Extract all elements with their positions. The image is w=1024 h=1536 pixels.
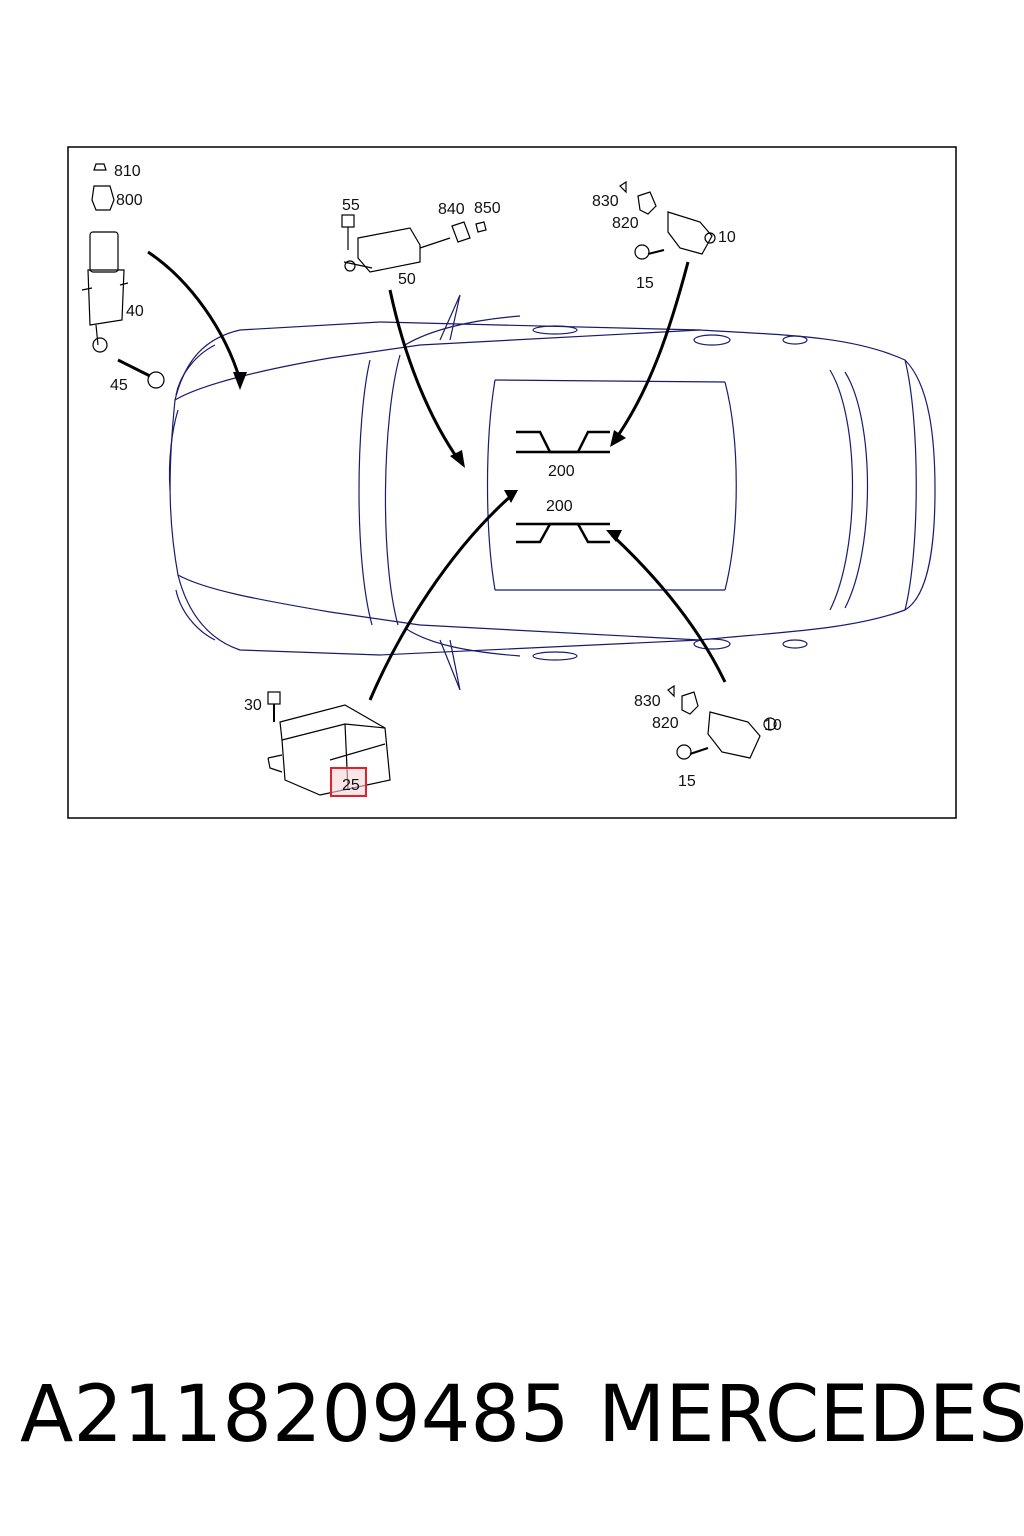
label-200-upper: 200 [548,463,575,480]
label-830-bottom: 830 [634,693,661,710]
connector-200-upper [516,430,610,454]
diagram-frame [67,146,957,819]
label-820-top: 820 [612,215,639,232]
connector-200-lower [516,522,610,544]
label-30: 30 [244,697,262,714]
label-10-bottom: 10 [764,717,782,734]
label-200-lower: 200 [546,498,573,515]
footer: A2118209485 MERCEDES [20,1370,1024,1470]
airbag-control-unit-50 [341,214,487,273]
side-sensor-bottom [667,684,777,760]
brand-name: MERCEDES [598,1370,1024,1460]
highlight-box-25 [330,767,367,797]
arrow-heads [233,372,626,542]
label-850: 850 [474,200,501,217]
label-15-bottom: 15 [678,773,696,790]
label-55: 55 [342,197,360,214]
car-outline [168,294,936,691]
label-15-top: 15 [636,275,654,292]
label-820-bottom: 820 [652,715,679,732]
label-840: 840 [438,201,465,218]
control-unit-25 [267,691,391,796]
flow-arrows [147,250,727,701]
label-10-top: 10 [718,229,736,246]
part-number: A2118209485 [20,1370,570,1460]
label-45: 45 [110,377,128,394]
side-sensor-top [619,180,716,260]
front-crash-sensor [81,163,165,389]
label-40: 40 [126,303,144,320]
label-25: 25 [342,777,360,794]
label-50: 50 [398,271,416,288]
label-830-top: 830 [592,193,619,210]
parts-diagram: 810 800 40 45 55 840 850 50 830 820 10 1… [67,146,957,819]
label-810: 810 [114,163,141,180]
label-800: 800 [116,192,143,209]
